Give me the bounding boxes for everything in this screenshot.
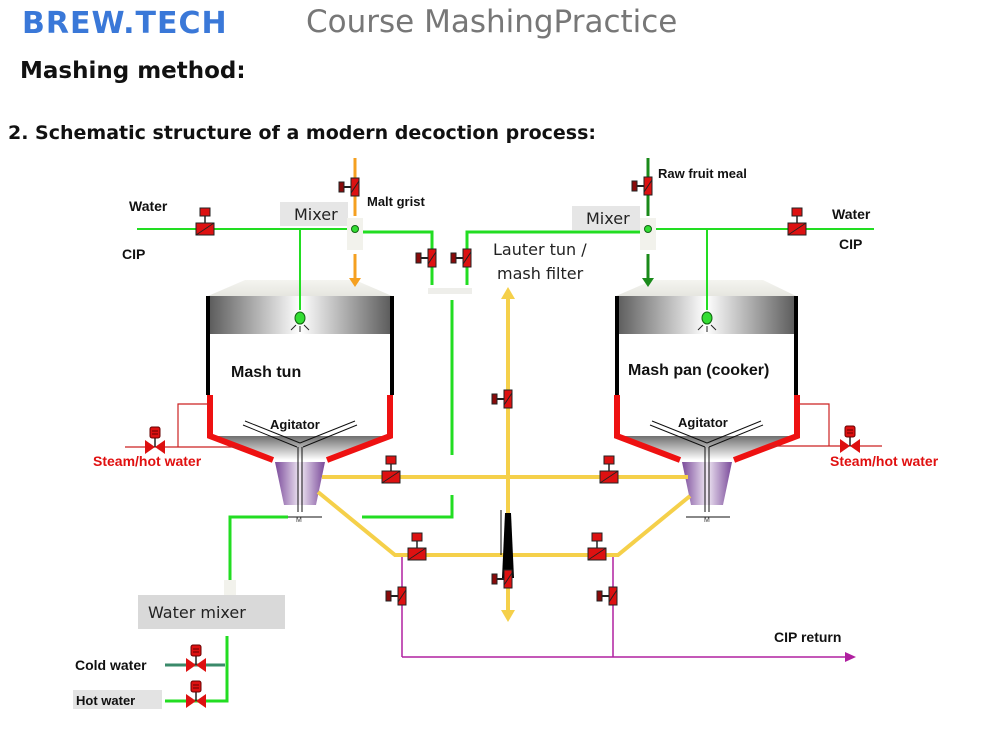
valve-lauter-drain[interactable] xyxy=(491,569,513,589)
valve-raw-fruit[interactable] xyxy=(631,176,653,196)
arrow-down-icon xyxy=(642,278,654,287)
pump-left xyxy=(275,462,325,505)
mash-pan-label: Mash pan (cooker) xyxy=(628,362,769,379)
water-mixer-line xyxy=(228,515,288,580)
hot-water-label: Hot water xyxy=(76,693,135,708)
mixer-left-label: Mixer xyxy=(294,205,338,224)
valve-lauter-inlet-right[interactable] xyxy=(450,248,472,268)
sight-glass xyxy=(502,513,514,578)
cold-water-label: Cold water xyxy=(75,657,147,673)
valve-steam-right[interactable] xyxy=(839,425,861,454)
raw-fruit-meal-label: Raw fruit meal xyxy=(658,166,747,181)
motor-left-label: M xyxy=(296,517,302,524)
course-title: Course MashingPractice xyxy=(306,4,678,40)
valve-transfer-right[interactable] xyxy=(599,455,619,484)
agitator-left-label: Agitator xyxy=(270,417,320,432)
arrow-up-icon xyxy=(501,287,515,299)
valve-steam-left[interactable] xyxy=(144,426,166,455)
agitator-right xyxy=(649,420,764,518)
water-mixer-connector xyxy=(224,580,236,596)
valve-water-right[interactable] xyxy=(787,207,807,236)
hot-water-box xyxy=(73,690,162,709)
valve-lauter-transfer[interactable] xyxy=(491,389,513,409)
steam-line-right xyxy=(770,403,882,447)
valve-cold-water[interactable] xyxy=(185,644,207,673)
valve-cip-left[interactable] xyxy=(385,586,407,606)
valve-lower-left[interactable] xyxy=(407,532,427,561)
arrow-down-icon xyxy=(349,278,361,287)
pump-right xyxy=(682,462,732,505)
mixer-right-nozzle xyxy=(640,218,656,250)
arrow-down-icon xyxy=(501,610,515,622)
cip-left-label: CIP xyxy=(122,246,145,262)
mash-tun xyxy=(206,280,394,518)
mixer-left-dot xyxy=(351,225,359,233)
steam-left-label: Steam/hot water xyxy=(93,453,202,469)
valve-transfer-left[interactable] xyxy=(381,455,401,484)
motor-right-label: M xyxy=(704,517,710,524)
cip-return-label: CIP return xyxy=(774,629,841,645)
section-title: Mashing method: xyxy=(20,58,246,84)
steam-right-label: Steam/hot water xyxy=(830,453,939,469)
mash-pan xyxy=(614,280,800,518)
steam-line-left xyxy=(125,403,240,448)
valve-water-left[interactable] xyxy=(195,207,215,236)
water-right-label: Water xyxy=(832,206,871,222)
cip-return-line xyxy=(401,557,845,658)
cip-right-label: CIP xyxy=(839,236,862,252)
hot-water-line xyxy=(165,636,229,703)
water-return-line xyxy=(362,495,454,519)
mixer-right-label: Mixer xyxy=(586,209,630,228)
agitator-right-label: Agitator xyxy=(678,415,728,430)
valve-lauter-inlet-left[interactable] xyxy=(415,248,437,268)
mixer-left xyxy=(280,202,348,226)
brand-logo: BREW.TECH xyxy=(22,6,228,41)
water-line-right xyxy=(650,228,874,310)
arrow-right-icon xyxy=(845,652,856,662)
valve-cip-right[interactable] xyxy=(596,586,618,606)
valve-hot-water[interactable] xyxy=(185,680,207,709)
diagram-subtitle: 2. Schematic structure of a modern decoc… xyxy=(8,122,596,144)
valve-malt-grist[interactable] xyxy=(338,177,360,197)
malt-grist-label: Malt grist xyxy=(367,194,425,209)
water-mixer-label: Water mixer xyxy=(148,603,246,622)
lauter-inlet-divider xyxy=(428,288,472,294)
valve-lower-right[interactable] xyxy=(587,532,607,561)
mixer-left-nozzle xyxy=(347,218,363,250)
lauter-tun-label-line2: mash filter xyxy=(497,264,584,283)
mixer-right xyxy=(572,206,640,230)
mixer-right-dot xyxy=(644,225,652,233)
mash-tun-label: Mash tun xyxy=(231,364,301,381)
water-mixer-box xyxy=(138,595,285,629)
water-left-label: Water xyxy=(129,198,168,214)
lauter-tun-label-line1: Lauter tun / xyxy=(493,240,587,259)
